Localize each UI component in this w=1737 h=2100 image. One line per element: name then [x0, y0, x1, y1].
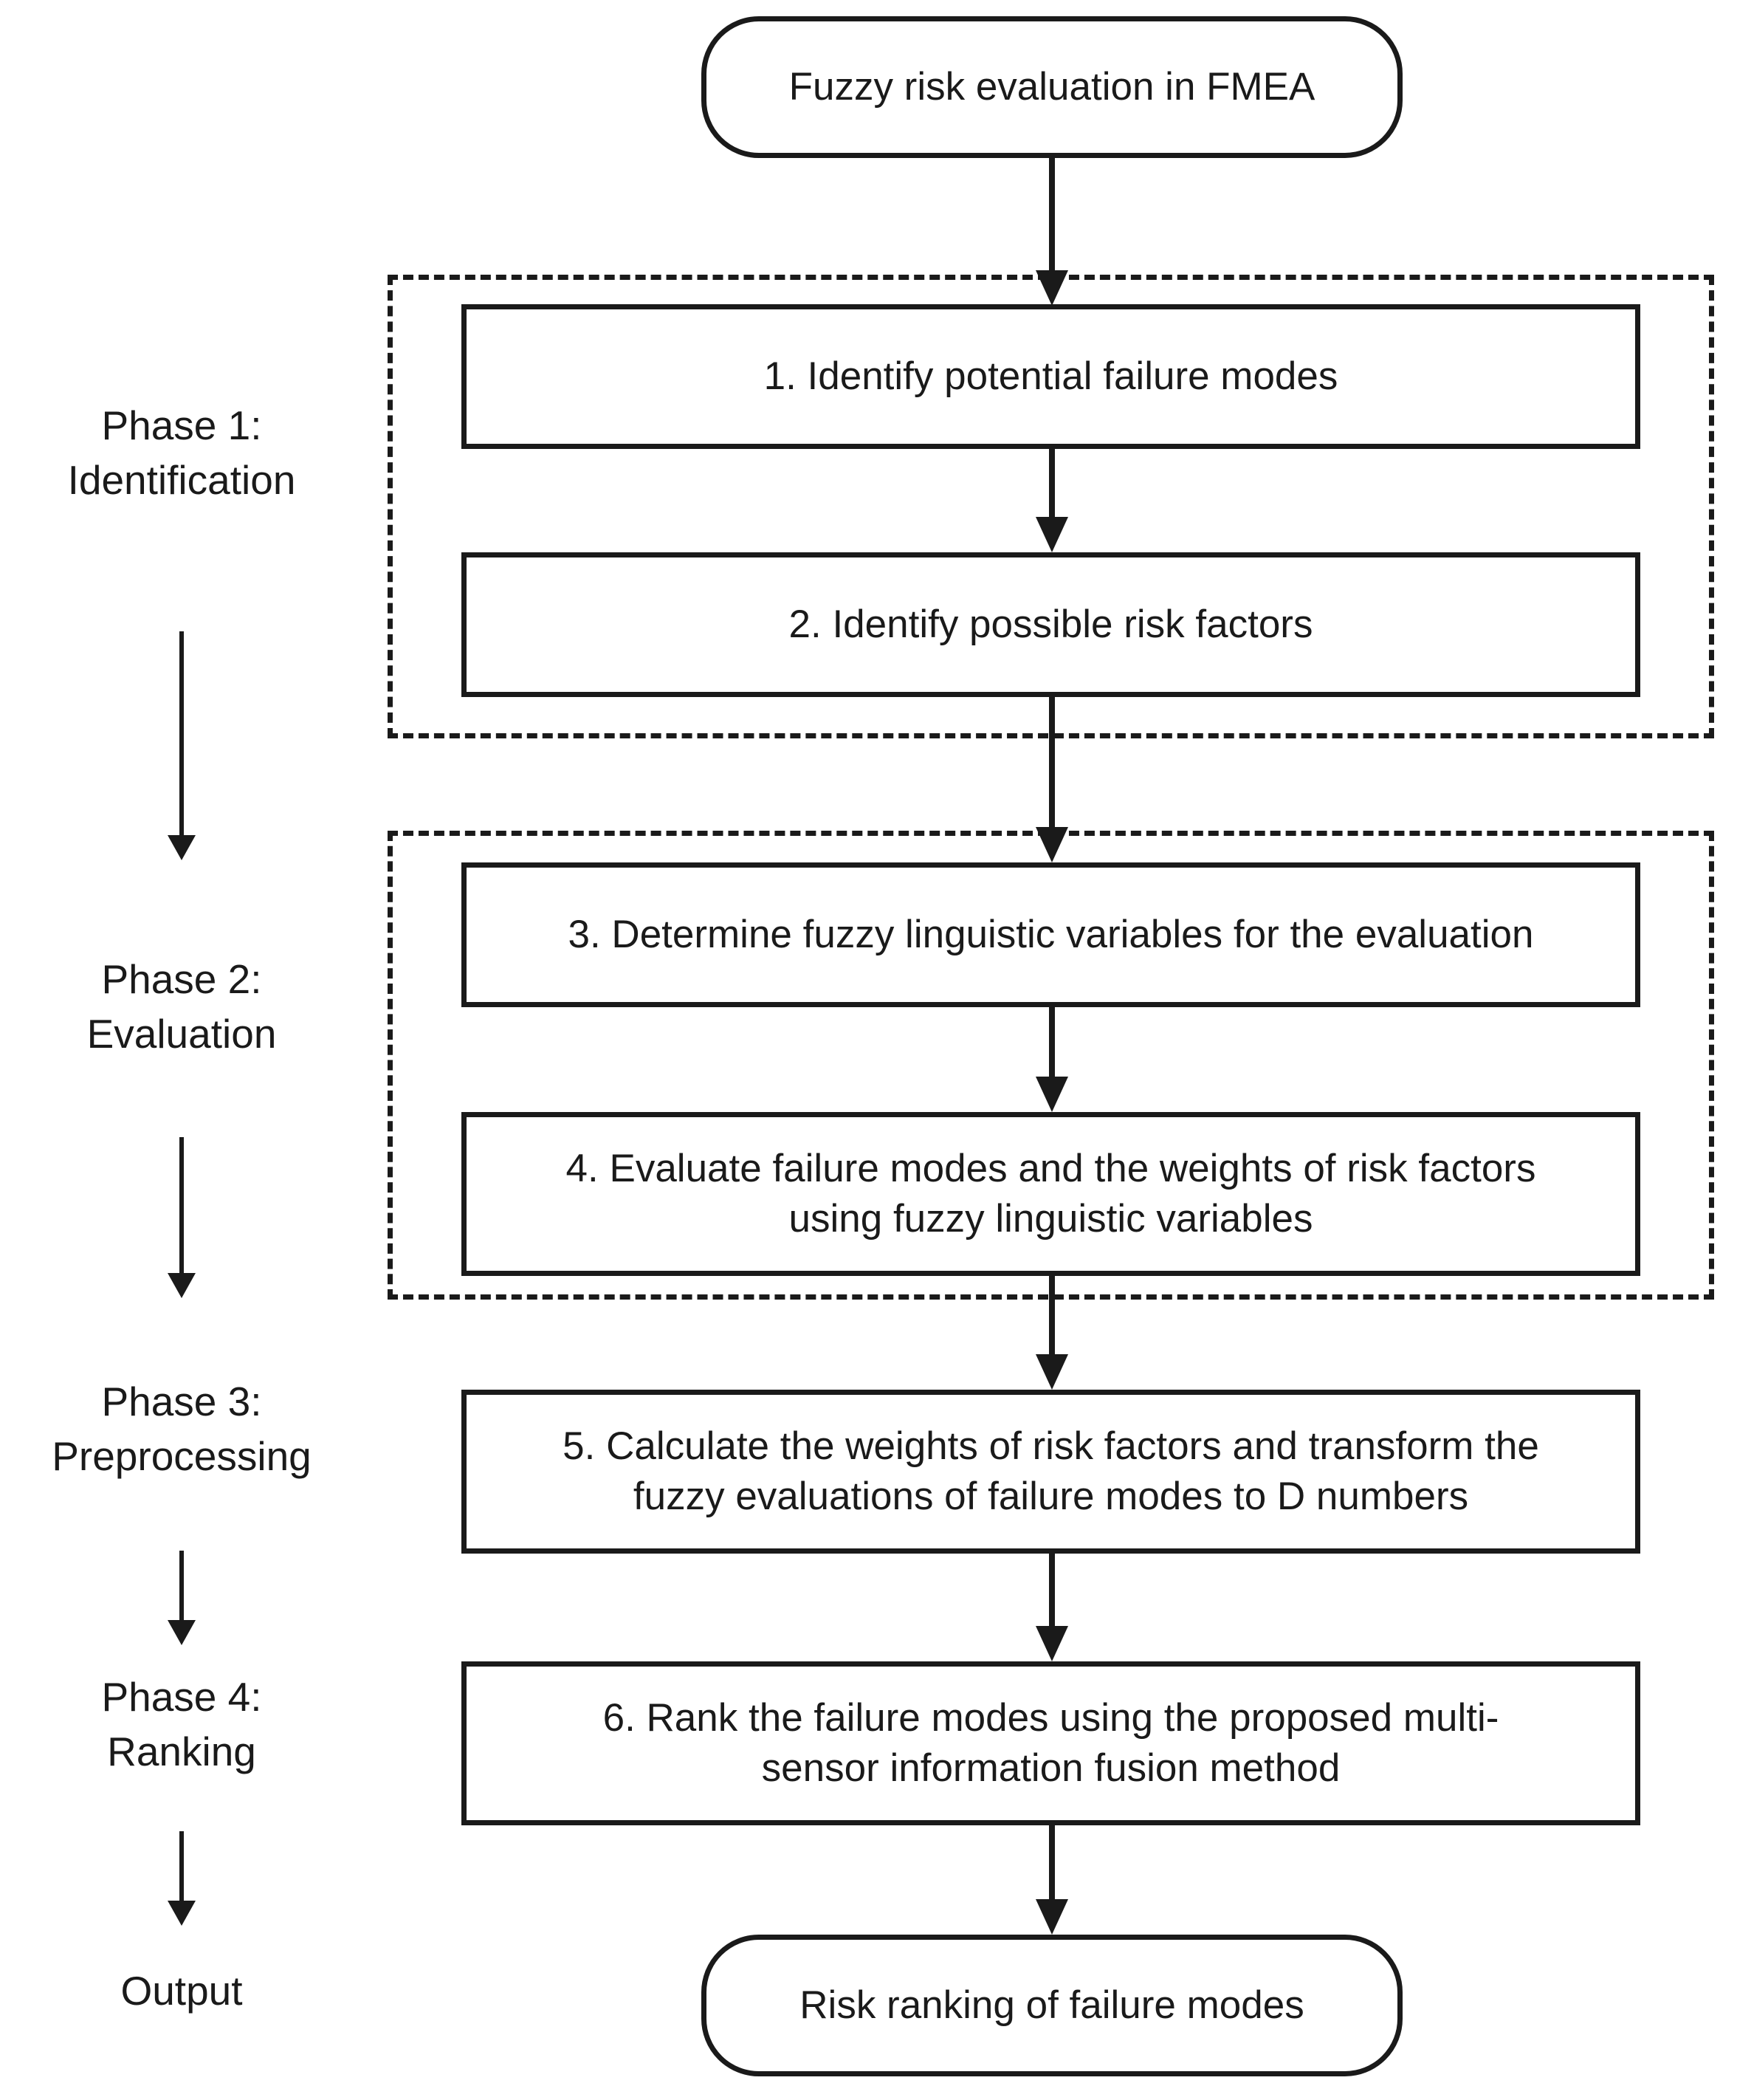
- phase-2-label-line2: Evaluation: [86, 1010, 277, 1057]
- phase-3-label-line2: Preprocessing: [52, 1432, 312, 1479]
- step-3-box: 3. Determine fuzzy linguistic variables …: [461, 862, 1640, 1007]
- step-5-label-line1: 5. Calculate the weights of risk factors…: [563, 1424, 1539, 1469]
- step-3-label: 3. Determine fuzzy linguistic variables …: [568, 913, 1534, 957]
- step-1-label: 1. Identify potential failure modes: [763, 354, 1338, 399]
- step-5-label-line2: fuzzy evaluations of failure modes to D …: [633, 1475, 1469, 1518]
- step-2-box: 2. Identify possible risk factors: [461, 552, 1640, 697]
- step-1-box: 1. Identify potential failure modes: [461, 304, 1640, 449]
- phase-1-label: Phase 1: Identification: [4, 399, 359, 507]
- output-terminator: Risk ranking of failure modes: [701, 1935, 1403, 2076]
- output-label-line1: Output: [120, 1968, 243, 2014]
- step-6-label-line1: 6. Rank the failure modes using the prop…: [602, 1696, 1499, 1740]
- step-6-label-line2: sensor information fusion method: [761, 1746, 1341, 1790]
- phase-2-label-line1: Phase 2:: [101, 956, 262, 1002]
- phase-1-label-line1: Phase 1:: [101, 402, 262, 448]
- phase-3-label: Phase 3: Preprocessing: [4, 1375, 359, 1483]
- output-label: Output: [4, 1964, 359, 2019]
- phase-1-label-line2: Identification: [67, 456, 296, 503]
- start-terminator: Fuzzy risk evaluation in FMEA: [701, 16, 1403, 158]
- start-terminator-label: Fuzzy risk evaluation in FMEA: [788, 65, 1315, 109]
- step-4-label-line1: 4. Evaluate failure modes and the weight…: [565, 1147, 1536, 1191]
- step-4-box: 4. Evaluate failure modes and the weight…: [461, 1112, 1640, 1276]
- phase-4-label: Phase 4: Ranking: [4, 1670, 359, 1779]
- step-6-box: 6. Rank the failure modes using the prop…: [461, 1661, 1640, 1825]
- output-terminator-label: Risk ranking of failure modes: [799, 1983, 1304, 2028]
- step-5-box: 5. Calculate the weights of risk factors…: [461, 1390, 1640, 1554]
- phase-4-label-line2: Ranking: [107, 1728, 256, 1774]
- phase-4-label-line1: Phase 4:: [101, 1674, 262, 1720]
- phase-3-label-line1: Phase 3:: [101, 1379, 262, 1424]
- step-2-label: 2. Identify possible risk factors: [788, 603, 1313, 647]
- step-4-label-line2: using fuzzy linguistic variables: [788, 1197, 1313, 1241]
- phase-2-label: Phase 2: Evaluation: [4, 953, 359, 1061]
